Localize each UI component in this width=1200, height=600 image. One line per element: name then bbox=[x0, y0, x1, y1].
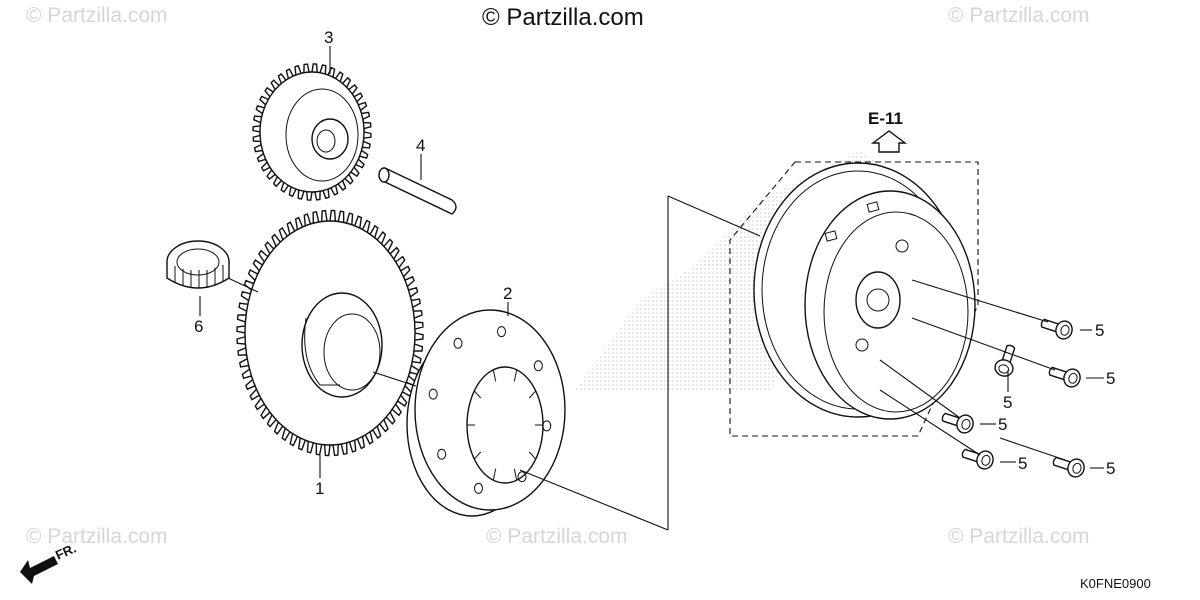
bolt-hole bbox=[517, 471, 527, 483]
watermark-top-right: © Partzilla.com bbox=[948, 4, 1090, 27]
clutch-roller bbox=[528, 451, 537, 460]
front-arrow-icon bbox=[20, 556, 58, 584]
clutch-roller bbox=[513, 468, 518, 481]
bolt bbox=[941, 412, 974, 434]
callout-5c: 5 bbox=[1003, 393, 1012, 412]
callout-4: 4 bbox=[416, 136, 425, 155]
diagram-code: K0FNE0900 bbox=[1080, 576, 1151, 591]
part-3-gear bbox=[252, 63, 372, 201]
part-5-bolts bbox=[941, 318, 1085, 478]
callout-5d: 5 bbox=[998, 415, 1007, 434]
clutch-roller bbox=[513, 369, 518, 382]
clutch-roller bbox=[473, 390, 482, 399]
watermark-top-left: © Partzilla.com bbox=[26, 4, 168, 27]
bolt bbox=[1048, 366, 1081, 388]
leader-lines bbox=[199, 46, 1104, 531]
part-1-driven-gear bbox=[236, 209, 424, 457]
clutch-roller bbox=[528, 390, 537, 399]
bolt-hole bbox=[474, 482, 483, 494]
bolt bbox=[994, 344, 1016, 377]
part-4-pin bbox=[378, 167, 457, 215]
callouts: 3 4 6 1 2 5 5 5 5 5 5 bbox=[194, 28, 1115, 498]
reference-e11: E-11 bbox=[868, 109, 908, 153]
watermark-bottom-left: © Partzilla.com bbox=[26, 525, 168, 548]
bolt-hole bbox=[428, 388, 438, 400]
watermark-bottom-right: © Partzilla.com bbox=[948, 525, 1090, 548]
bolt-hole bbox=[497, 326, 506, 338]
bolt bbox=[1040, 318, 1073, 340]
callout-2: 2 bbox=[503, 284, 512, 303]
watermark-top: © Partzilla.com bbox=[482, 4, 644, 31]
callout-3: 3 bbox=[324, 28, 333, 47]
clutch-roller bbox=[473, 451, 482, 460]
callout-5b: 5 bbox=[1106, 369, 1115, 388]
clutch-roller bbox=[492, 468, 497, 481]
bolt bbox=[961, 448, 994, 470]
callout-6: 6 bbox=[194, 317, 203, 336]
bolt-hole bbox=[542, 420, 552, 432]
clutch-roller bbox=[492, 369, 497, 382]
bolt-hole bbox=[437, 448, 447, 460]
watermark-bottom-center: © Partzilla.com bbox=[486, 525, 628, 548]
callout-5f: 5 bbox=[1106, 459, 1115, 478]
part-2-one-way-clutch bbox=[406, 309, 566, 517]
up-arrow-icon bbox=[870, 130, 908, 153]
bolt-hole bbox=[533, 360, 543, 372]
front-label: FR. bbox=[53, 541, 78, 563]
callout-5a: 5 bbox=[1095, 321, 1104, 340]
front-direction-indicator: FR. bbox=[20, 541, 78, 584]
part-6-needle-bearing bbox=[166, 240, 230, 289]
bolt-hole bbox=[453, 337, 463, 349]
bolt bbox=[1052, 456, 1085, 478]
callout-5e: 5 bbox=[1018, 454, 1027, 473]
flywheel-rotor bbox=[729, 161, 979, 437]
reference-label: E-11 bbox=[868, 109, 903, 128]
callout-1: 1 bbox=[315, 479, 324, 498]
